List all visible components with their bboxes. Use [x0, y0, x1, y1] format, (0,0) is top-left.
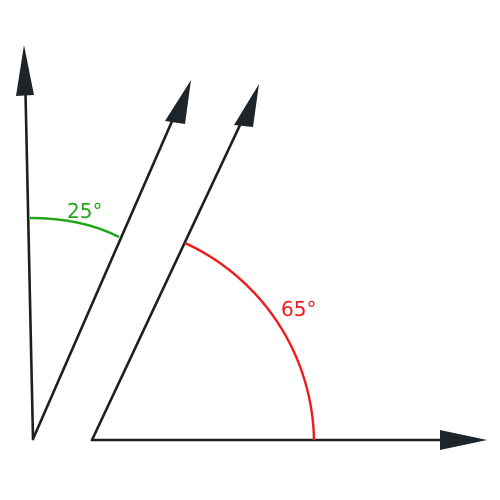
right-horizontal-arrowhead [440, 430, 487, 450]
angle-label-65: 65° [281, 297, 316, 321]
angle-label-25: 25° [67, 199, 102, 223]
left-slanted-arrowhead [165, 80, 191, 124]
right-slanted-ray [90, 106, 250, 442]
angle-arc-25 [29, 216, 120, 239]
left-vertical-ray [23, 68, 35, 441]
right-slanted-arrowhead [234, 84, 259, 127]
left-vertical-arrowhead [16, 45, 34, 96]
left-slanted-ray [31, 101, 182, 441]
angle-arc-65 [184, 241, 316, 441]
